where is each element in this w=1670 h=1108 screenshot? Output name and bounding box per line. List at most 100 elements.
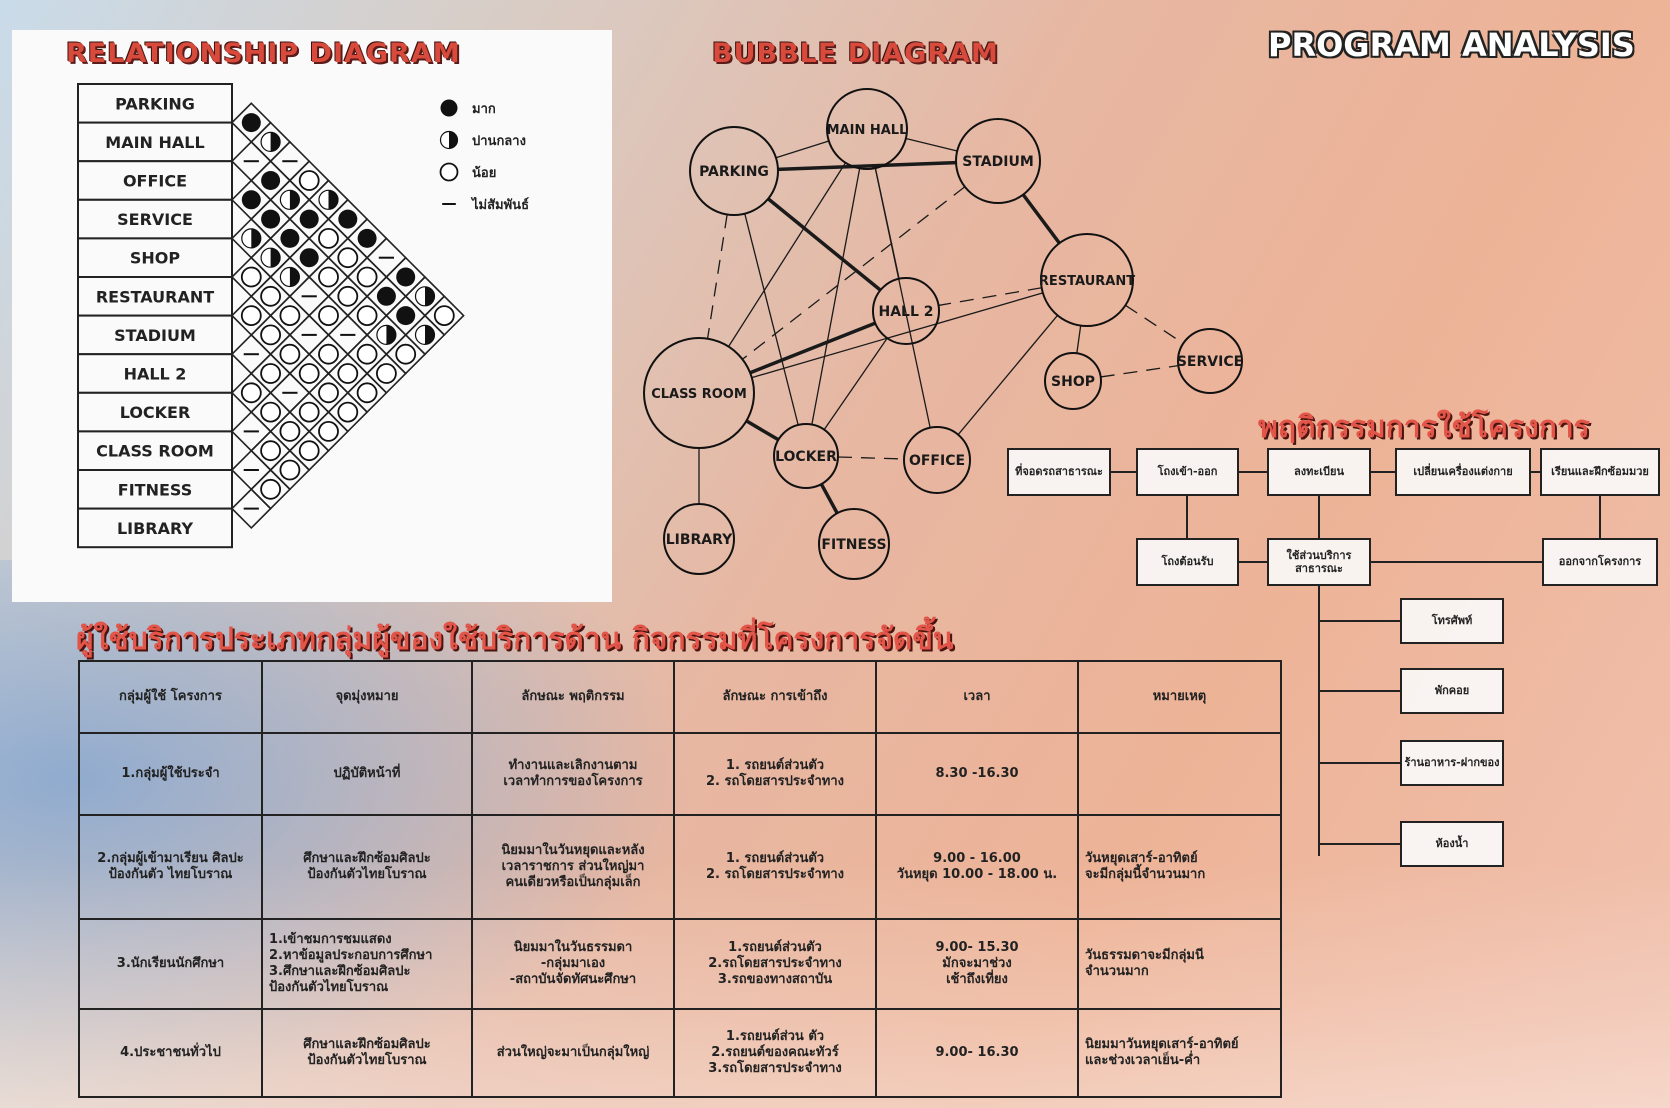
matrix-empty-icon [356,343,378,365]
cell-purpose: ปฏิบัติหน้าที่ [261,732,473,816]
cell-line: และช่วงเวลาเย็น-ค่ำ [1085,1053,1201,1068]
flow-box-top-2: โถงเข้า-ออก [1136,448,1239,496]
svg-text:OFFICE: OFFICE [123,172,187,191]
cell-line: เวลาทำการของโครงการ [503,774,643,789]
cell-line: ป้องกันตัวไทยโบราณ [307,867,427,882]
cell-line: คนเดียวหรือเป็นกลุ่มเล็ก [505,875,641,891]
cell-line: 1.เข้าชมการชมแสดง [269,931,392,947]
cell-line: 1.รถยนต์ส่วนตัว [728,939,822,955]
space-row-library: LIBRARY [77,507,233,549]
matrix-half-icon [260,247,281,268]
bubble-parking: PARKING [689,126,779,216]
users-table-row: 1.กลุ่มผู้ใช้ประจำปฏิบัติหน้าที่ ทำงานและ… [78,732,1282,816]
cell-line: 1. รถยนต์ส่วนตัว [725,850,825,866]
svg-text:STADIUM: STADIUM [114,326,196,345]
matrix-full-icon [376,286,396,306]
bubble-link-parking-locker [744,213,799,426]
cell-time: 8.30 -16.30 [875,732,1079,816]
matrix-empty-icon [298,440,320,462]
cell-line: ส่วนใหญ่จะมาเป็นกลุ่มใหญ่ [496,1044,650,1060]
space-row-service: SERVICE [77,198,233,240]
cell-line: 3.รถของทางสถาบัน [717,972,833,988]
space-row-restaurant: RESTAURANT [77,276,233,317]
matrix-cell [230,488,272,530]
matrix-empty-icon [318,227,339,249]
matrix-empty-icon [395,343,417,365]
svg-text:RESTAURANT: RESTAURANT [96,287,214,306]
flow-box-top-1: ที่จอดรถสาธารณะ [1007,448,1111,496]
matrix-full-icon [338,209,358,229]
cell-line: ป้องกันตัวไทยโบราณ [269,980,389,996]
cell-line: จำนวนมาก [1085,964,1149,979]
cell-line: 3.ศึกษาและฝึกซ้อมศิลปะ [269,964,411,979]
bubble-link-main_hall-office [874,167,931,428]
matrix-empty-icon [318,420,339,442]
cell-line: ป้องกันตัวไทยโบราณ [307,1053,427,1068]
flow-box-top-5: เรียนและฝึกซ้อมมวย [1540,448,1660,496]
bubble-link-locker-office [837,456,905,460]
space-row-main-hall: MAIN HALL [77,121,233,163]
matrix-half-icon [260,131,281,152]
bubble-link-shop-service [1100,364,1179,378]
matrix-empty-icon [260,440,282,462]
bubble-link-main_hall-stadium [905,137,958,152]
cell-line: 9.00- 16.30 [935,1044,1019,1060]
legend-label: ไม่สัมพันธ์ [470,196,529,213]
svg-text:PARKING: PARKING [115,94,195,113]
flow-box-service-2: พักคอย [1400,668,1504,714]
cell-line: วันธรรมดาจะมีกลุ่มนี [1085,947,1204,963]
legend-half-icon [439,130,459,150]
matrix-empty-icon [318,382,339,404]
svg-text:MAIN HALL: MAIN HALL [105,133,204,152]
bubble-hall2: HALL 2 [872,277,940,345]
users-title: ผู้ใช้บริการประเภทกลุ่มผู้ของใช้บริการด้… [76,622,954,657]
cell-line: ศึกษาและฝึกซ้อมศิลปะ [303,850,431,866]
bubble-diagram-title: BUBBLE DIAGRAM [712,38,999,69]
matrix-empty-icon [375,363,397,384]
cell-line: 9.00- 15.30 [935,939,1019,955]
header-note: หมายเหตุ [1077,660,1282,734]
relationship-diagram-title: RELATIONSHIP DIAGRAM [66,38,461,69]
matrix-half-icon [376,324,397,345]
bubble-link-parking-main_hall [775,140,830,159]
matrix-half-icon [279,266,300,288]
bubble-link-class_room-locker [745,419,780,442]
cell-line: นิยมมาในวันธรรมดา [513,939,633,955]
header-user-group: กลุ่มผู้ใช้ โครงการ [78,660,263,734]
bubble-label: PARKING [699,164,769,180]
matrix-empty-icon [298,363,320,384]
flow-box-service-4: ห้องน้ำ [1400,821,1504,867]
users-table-header-row: กลุ่มผู้ใช้ โครงการ จุดมุ่งหมาย ลักษณะ พ… [78,660,1282,734]
users-table: กลุ่มผู้ใช้ โครงการ จุดมุ่งหมาย ลักษณะ พ… [78,660,1282,1098]
matrix-full-icon [241,190,261,210]
bubble-stadium: STADIUM [955,118,1041,204]
bubble-link-restaurant-shop [1076,325,1082,354]
cell-group: 1.กลุ่มผู้ใช้ประจำ [78,732,263,816]
space-row-class-room: CLASS ROOM [77,430,233,471]
cell-behavior: นิยมมาในวันหยุดและหลังเวลาราชการ ส่วนใหญ… [471,814,675,920]
behavior-title: พฤติกรรมการใช้โครงการ [1258,410,1590,445]
cell-group: 3.นักเรียนนักศึกษา [78,918,263,1010]
cell-line: ทำงานและเลิกงานตาม [508,757,638,773]
bubble-class-room: CLASS ROOM [643,337,755,449]
matrix-full-icon [299,248,319,268]
matrix-empty-icon [318,343,339,365]
space-row-stadium: STADIUM [77,314,233,356]
bubble-label: SHOP [1051,374,1095,390]
matrix-empty-icon [279,305,301,327]
matrix-full-icon [261,171,281,190]
bubble-shop: SHOP [1044,352,1102,410]
bubble-service: SERVICE [1177,328,1243,394]
bubble-link-stadium-class_room [742,186,966,360]
cell-behavior: ส่วนใหญ่จะมาเป็นกลุ่มใหญ่ [471,1008,675,1098]
relationship-matrix [230,102,465,530]
svg-text:FITNESS: FITNESS [118,480,192,499]
cell-line: 1. รถยนต์ส่วนตัว [725,757,825,773]
matrix-half-icon [414,324,436,345]
matrix-full-icon [396,306,416,326]
